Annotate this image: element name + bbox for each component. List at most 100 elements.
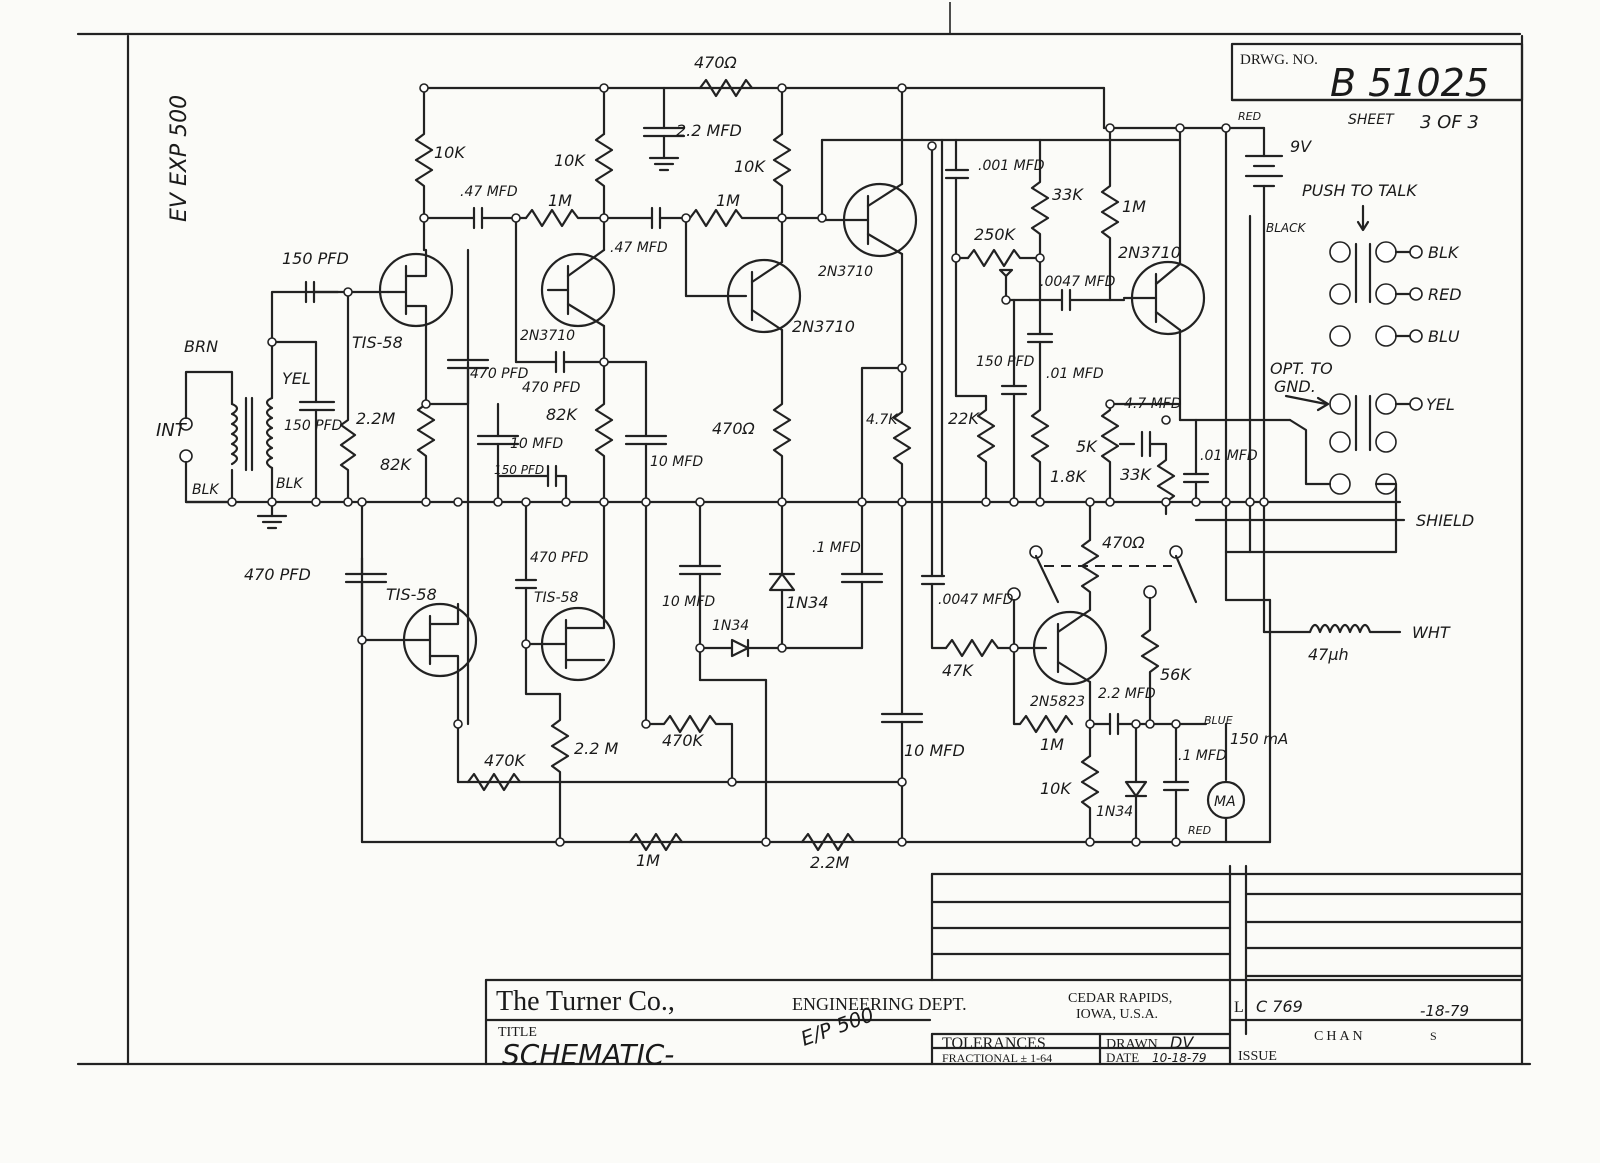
bjt-stage-5 bbox=[944, 126, 1292, 516]
label-blk-c: BLK bbox=[1428, 243, 1460, 262]
state: IOWA, U.S.A. bbox=[1076, 1007, 1158, 1022]
label-ptt: PUSH TO TALK bbox=[1302, 181, 1418, 200]
label-c10-b: 10 MFD bbox=[650, 454, 703, 470]
ptt-contact-6[interactable] bbox=[1375, 325, 1397, 347]
sheet-value: 3 OF 3 bbox=[1420, 112, 1479, 133]
component-labels: 470Ω 2.2 MFD 10K 10K 10K .47 MFD 1M 1M .… bbox=[156, 53, 1474, 872]
ptt-contact-11[interactable] bbox=[1329, 473, 1351, 495]
label-yel-c: YEL bbox=[1426, 395, 1455, 414]
label-2n3710-a: 2N3710 bbox=[520, 328, 575, 344]
fet-stage-1 bbox=[378, 86, 528, 726]
ptt-contact-3[interactable] bbox=[1329, 283, 1351, 305]
company-name: The Turner Co., bbox=[496, 986, 675, 1017]
label-c150-c: 150 PFD bbox=[494, 463, 544, 477]
label-int: INT bbox=[156, 420, 188, 441]
label-c47-b: .47 MFD bbox=[610, 240, 668, 256]
sheet-border bbox=[76, 2, 1532, 1066]
bjt-stage-3 bbox=[658, 86, 824, 650]
label-r10k-d: 10K bbox=[1040, 779, 1072, 798]
label-blk-a: BLK bbox=[192, 482, 220, 498]
fractional: FRACTIONAL ± 1-64 bbox=[942, 1051, 1052, 1065]
label-r22m-a: 2.2M bbox=[356, 409, 395, 428]
drawing-number-label: DRWG. NO. bbox=[1240, 52, 1318, 68]
label-opt-gnd-2: GND. bbox=[1274, 377, 1316, 396]
label-meter-range: 150 mA bbox=[1230, 730, 1288, 748]
ptt-contact-9[interactable] bbox=[1329, 431, 1351, 453]
label-2n5823: 2N5823 bbox=[1030, 694, 1085, 710]
label-c47-c: 4.7 MFD bbox=[1124, 396, 1182, 412]
label-d1n34-a: 1N34 bbox=[712, 618, 749, 634]
label-tis58-b: TIS-58 bbox=[386, 585, 437, 604]
title-block: The Turner Co., ENGINEERING DEPT. CEDAR … bbox=[484, 864, 1524, 1071]
label-c10-d: 10 MFD bbox=[904, 741, 965, 760]
date-value: 10-18-79 bbox=[1152, 1051, 1206, 1065]
drawn-by: DV bbox=[1170, 1033, 1194, 1052]
fet-stage-3 bbox=[466, 500, 734, 844]
rails bbox=[184, 86, 1402, 844]
label-c0047: .0047 MFD bbox=[1040, 274, 1116, 290]
label-c1-b: .1 MFD bbox=[1178, 748, 1227, 764]
ptt-contact-1[interactable] bbox=[1329, 241, 1351, 263]
date-label: DATE bbox=[1106, 1050, 1139, 1065]
label-r1m-e: 1M bbox=[636, 851, 660, 870]
ptt-contact-4[interactable] bbox=[1375, 283, 1397, 305]
label-r470k-a: 470K bbox=[484, 751, 527, 770]
label-r1m-c: 1M bbox=[1122, 197, 1146, 216]
ptt-contact-5[interactable] bbox=[1329, 325, 1351, 347]
ptt-contact-10[interactable] bbox=[1375, 431, 1397, 453]
meter-circuit bbox=[944, 500, 1272, 844]
change-code: L bbox=[1234, 999, 1244, 1016]
label-r10k-c: 10K bbox=[734, 157, 766, 176]
label-red-m: RED bbox=[1188, 824, 1211, 837]
label-c22-top: 2.2 MFD bbox=[676, 121, 742, 140]
label-bat-v: 9V bbox=[1290, 137, 1312, 156]
label-r47k-a: 4.7K bbox=[866, 412, 899, 428]
label-tis58-a: TIS-58 bbox=[352, 333, 403, 352]
label-meter: MA bbox=[1214, 794, 1236, 810]
label-c10-a: 10 MFD bbox=[510, 436, 563, 452]
label-r56k: 56K bbox=[1160, 665, 1192, 684]
push-to-talk-switch bbox=[1194, 204, 1423, 554]
label-c47-a: .47 MFD bbox=[460, 184, 518, 200]
label-d1n34-c: 1N34 bbox=[1096, 804, 1133, 820]
city: CEDAR RAPIDS, bbox=[1068, 991, 1172, 1006]
label-r10k-b: 10K bbox=[554, 151, 586, 170]
label-c150-t: 150 PFD bbox=[284, 418, 343, 434]
label-r470-top: 470Ω bbox=[694, 53, 738, 72]
ptt-contact-2[interactable] bbox=[1375, 241, 1397, 263]
sheet-label: SHEET bbox=[1348, 112, 1395, 128]
label-brn: BRN bbox=[184, 337, 218, 356]
label-c001: .001 MFD bbox=[978, 158, 1045, 174]
label-2n3710-d: 2N3710 bbox=[1118, 243, 1181, 262]
label-d1n34-b: 1N34 bbox=[786, 593, 829, 612]
label-r1m-b: 1M bbox=[716, 191, 740, 210]
label-c01-b: .01 MFD bbox=[1200, 448, 1258, 464]
chan-suffix: S bbox=[1430, 1029, 1437, 1043]
label-opt-gnd-1: OPT. TO bbox=[1270, 359, 1333, 378]
label-shield: SHIELD bbox=[1416, 511, 1474, 530]
chan-label: CHAN bbox=[1314, 1029, 1366, 1044]
junctions bbox=[227, 83, 1269, 847]
label-r5k: 5K bbox=[1076, 437, 1098, 456]
label-r22m-c: 2.2M bbox=[810, 853, 849, 872]
label-r33k-a: 33K bbox=[1052, 185, 1084, 204]
resistor-470-top bbox=[698, 78, 754, 98]
ptt-contact-7[interactable] bbox=[1329, 393, 1351, 415]
title-value: SCHEMATIC- bbox=[502, 1038, 674, 1071]
label-bat-black: BLACK bbox=[1266, 221, 1307, 235]
issue-label: ISSUE bbox=[1238, 1049, 1277, 1064]
input-terminal-bottom[interactable] bbox=[179, 449, 193, 463]
mid-wires bbox=[920, 138, 948, 650]
tolerances: TOLERANCES bbox=[942, 1035, 1046, 1052]
label-l47: 47µh bbox=[1308, 645, 1349, 664]
label-r82k-a: 82K bbox=[380, 455, 412, 474]
ptt-contact-8[interactable] bbox=[1375, 393, 1397, 415]
label-r250k: 250K bbox=[974, 225, 1017, 244]
label-r18k: 1.8K bbox=[1050, 467, 1087, 486]
label-c150-in: 150 PFD bbox=[282, 249, 349, 268]
label-r470k-b: 470K bbox=[662, 731, 705, 750]
label-c470-b: 470 PFD bbox=[522, 380, 581, 396]
department: ENGINEERING DEPT. bbox=[792, 994, 967, 1014]
label-r22k-b: 22K bbox=[948, 409, 980, 428]
